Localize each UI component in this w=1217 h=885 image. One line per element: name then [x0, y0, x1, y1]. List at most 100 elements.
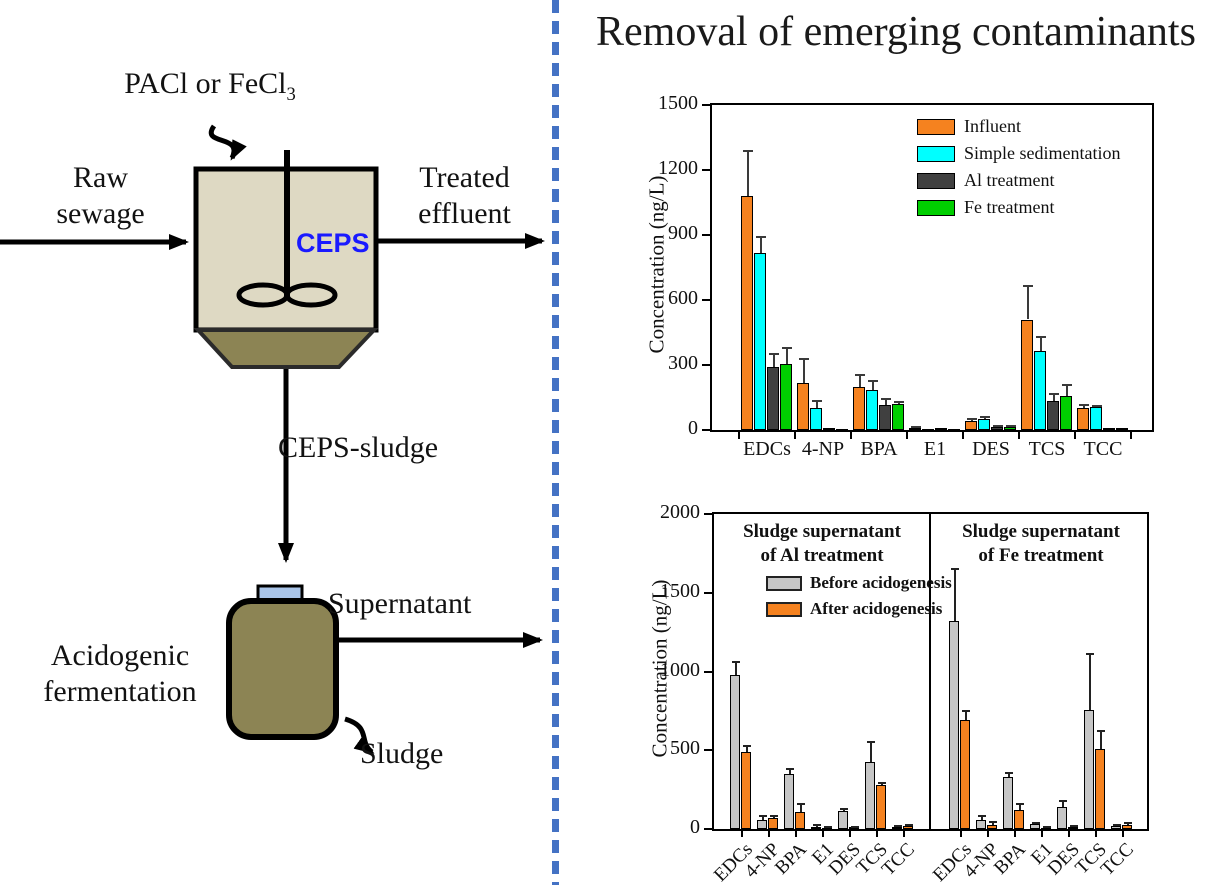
error-cap — [785, 768, 794, 771]
error-bar — [897, 401, 900, 404]
error-bar — [869, 741, 872, 763]
bar — [922, 428, 934, 431]
y-tick — [704, 828, 714, 830]
bar — [1090, 407, 1102, 430]
error-cap — [769, 814, 778, 817]
error-bar — [745, 746, 748, 752]
bar — [1116, 428, 1128, 431]
x-tick — [986, 829, 989, 837]
panel-title-line1: Sludge supernatant — [962, 521, 1120, 542]
x-category-label: BPA — [860, 438, 898, 460]
x-tick — [1130, 430, 1132, 439]
x-tick — [1018, 430, 1020, 439]
bar — [1111, 825, 1121, 829]
error-bar — [1039, 336, 1042, 351]
bar — [976, 819, 986, 829]
y-tick — [702, 104, 712, 106]
raw-sewage-label: Raw sewage — [28, 160, 173, 232]
y-tick — [702, 169, 712, 171]
error-bar — [953, 569, 956, 622]
y-tick-label: 0 — [688, 417, 698, 439]
bar — [1068, 826, 1078, 829]
y-tick-label: 1000 — [660, 658, 700, 681]
panel-title-line1: Sludge supernatant — [743, 521, 901, 542]
error-bar — [884, 398, 887, 406]
bar — [866, 389, 878, 430]
treated-effluent-label: Treated effluent — [392, 160, 537, 232]
bar — [838, 810, 848, 829]
error-cap — [1091, 404, 1102, 407]
sludge-arrow — [344, 716, 375, 755]
error-cap — [781, 346, 792, 349]
x-tick — [821, 829, 824, 837]
error-cap — [1004, 772, 1013, 775]
y-tick — [704, 749, 714, 752]
bar — [730, 675, 740, 829]
bar — [810, 408, 822, 430]
bar — [965, 421, 977, 430]
coagulant-label: PACl or FeCl3 — [100, 66, 320, 113]
bar — [797, 383, 809, 430]
bar — [1004, 426, 1016, 430]
coagulant-text: PACl or FeCl — [124, 67, 287, 100]
error-cap — [1042, 826, 1051, 829]
raw-sewage-line1: Raw — [73, 161, 128, 194]
error-bar — [1018, 803, 1021, 811]
ceps-label: CEPS — [296, 228, 370, 258]
error-bar — [799, 803, 802, 813]
y-tick-label: 0 — [690, 816, 700, 838]
treated-effluent-line2: effluent — [418, 197, 511, 230]
bar — [1014, 810, 1024, 829]
legend-swatch — [917, 200, 955, 216]
tank-hopper — [193, 328, 379, 369]
y-tick — [702, 299, 712, 301]
error-cap — [1015, 802, 1024, 805]
bar — [1060, 396, 1072, 430]
error-cap — [1035, 335, 1046, 338]
error-cap — [823, 826, 832, 829]
error-bar — [871, 381, 874, 390]
error-cap — [796, 802, 805, 805]
error-cap — [755, 236, 766, 239]
bar — [780, 363, 792, 430]
error-bar — [1026, 285, 1029, 320]
y-tick — [702, 234, 712, 236]
error-bar — [802, 358, 805, 384]
x-tick — [959, 829, 962, 837]
y-tick-label: 2000 — [660, 501, 700, 523]
legend-label: After acidogenesis — [810, 599, 943, 618]
bar — [978, 419, 990, 430]
legend-label: Al treatment — [964, 170, 1055, 190]
error-cap — [961, 709, 970, 712]
bar — [1003, 777, 1013, 829]
error-cap — [867, 380, 878, 383]
bar — [741, 751, 751, 829]
acidogenic-line1: Acidogenic — [50, 639, 190, 672]
x-tick — [740, 829, 743, 837]
bar — [948, 428, 960, 431]
bar — [836, 428, 848, 431]
error-cap — [904, 824, 913, 827]
error-cap — [977, 814, 986, 817]
panel-title-line2: of Fe treatment — [978, 545, 1104, 566]
y-tick-label: 1200 — [658, 157, 698, 179]
bar — [892, 826, 902, 829]
error-cap — [1069, 825, 1078, 827]
error-bar — [1099, 730, 1102, 749]
bar — [903, 825, 913, 829]
bar — [1095, 748, 1105, 829]
x-tick — [794, 430, 796, 439]
error-cap — [742, 745, 751, 748]
x-tick — [906, 430, 908, 439]
error-bar — [1065, 384, 1068, 397]
error-cap — [854, 373, 865, 376]
x-tick — [738, 430, 740, 439]
x-category-label: TCS — [1028, 438, 1066, 460]
error-cap — [893, 400, 904, 403]
error-cap — [1005, 424, 1016, 427]
error-cap — [1048, 393, 1059, 396]
error-cap — [1022, 284, 1033, 287]
ceps-sludge-label: CEPS-sludge — [278, 431, 439, 464]
error-cap — [988, 820, 997, 823]
